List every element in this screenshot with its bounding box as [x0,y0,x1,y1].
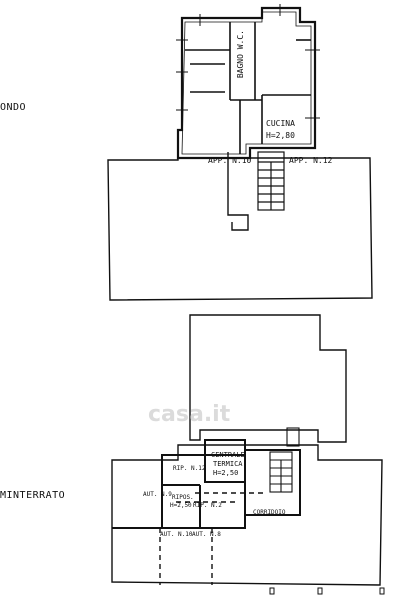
garage-label-aut8: AUT. N.8 [192,531,221,538]
basement-stairwell [269,427,300,493]
upper-apartment-partitions [185,22,311,154]
apartment-label-left: APP. N.10 [208,156,252,165]
room-label-bagno: BAGNO W.C. [236,30,245,79]
upper-stairwell [227,151,285,231]
room-label-cucina: CUCINA [266,119,295,128]
room-label-corridoio: CORRIDOIO [253,509,286,516]
room-label-centrale: CENTRALE [211,451,245,459]
garage-label-aut10: AUT. N.10 [160,531,193,538]
level-label-upper: ONDO [0,102,27,113]
room-label-termica: TERMICA [213,460,243,468]
apartment-label-right: APP. N.12 [289,156,333,165]
basement-upper-outline [189,314,347,443]
room-height-centrale: H=2,50 [213,469,239,477]
level-label-basement: MINTERRATO [0,490,66,501]
garage-label-aut9: AUT. N.9 [143,491,172,498]
upper-apartment-walls [176,6,317,160]
storage-label-rip2: RIP. N.2 [193,502,222,509]
watermark-logo: casa.it [148,402,231,427]
room-height-ripos: H=2,50 [170,502,192,509]
upper-apartment-openings [176,4,320,119]
upper-building-outline [107,157,373,301]
storage-label-rip12: RIP. N.12 [173,465,206,472]
basement-dashed-lines [159,492,265,585]
basement-details [269,587,385,595]
room-label-ripos: RIPOS. [172,494,194,501]
room-height-cucina: H=2,80 [266,131,295,140]
